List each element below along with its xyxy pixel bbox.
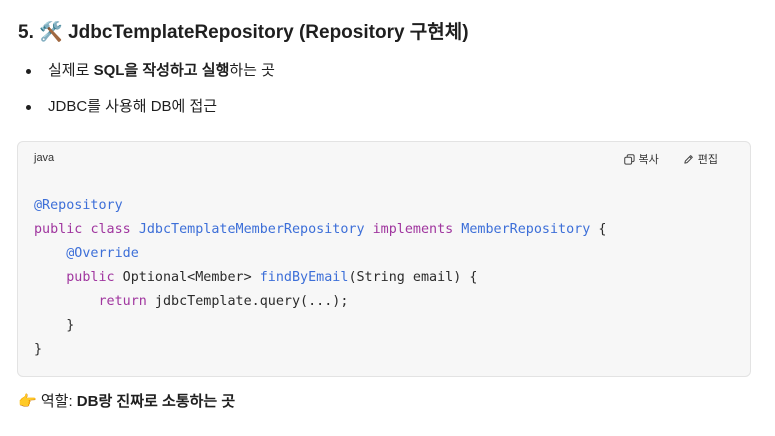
edit-button[interactable]: 편집 xyxy=(683,151,718,167)
code-line: } xyxy=(34,342,42,357)
code-token: jdbcTemplate.query(...); xyxy=(146,294,349,309)
code-token: Optional<Member> xyxy=(114,270,260,285)
bullet-list: 실제로 SQL을 작성하고 실행하는 곳 JDBC를 사용해 DB에 접근 xyxy=(22,59,275,131)
copy-label: 복사 xyxy=(638,154,659,166)
code-token: implements xyxy=(372,222,454,237)
code-token: @Override xyxy=(66,246,139,261)
code-line: } xyxy=(34,318,74,333)
code-content: @Repository public class JdbcTemplateMem… xyxy=(34,194,606,362)
code-token: return xyxy=(98,294,147,309)
code-actions: 복사 편집 xyxy=(623,151,718,167)
role-note: 👉 역할: DB랑 진짜로 소통하는 곳 xyxy=(18,390,235,414)
code-token: public xyxy=(66,270,115,285)
code-token: (String email) { xyxy=(348,270,478,285)
code-token xyxy=(34,294,99,309)
role-label: 역할: xyxy=(36,393,77,410)
code-token: public xyxy=(34,222,83,237)
role-description: DB랑 진짜로 소통하는 곳 xyxy=(76,393,236,410)
code-line: return jdbcTemplate.query(...); xyxy=(34,294,349,309)
bullet-bold-text: SQL을 작성하고 xyxy=(93,62,198,79)
code-block: java 복사 편집 @Repository public class Jdbc… xyxy=(17,141,751,377)
heading-title: JdbcTemplateRepository (Repository 구현체) xyxy=(68,22,469,43)
tools-icon: 🛠️ xyxy=(39,22,63,43)
bullet-text: 실제로 xyxy=(48,62,94,79)
code-token: class xyxy=(90,222,131,237)
code-line: @Override xyxy=(34,246,139,261)
code-token xyxy=(34,246,66,261)
code-token: @Repository xyxy=(34,198,123,213)
code-token: findByEmail xyxy=(259,270,349,285)
heading-number: 5. xyxy=(18,22,34,43)
code-token: } xyxy=(34,342,43,357)
code-token: } xyxy=(34,318,75,333)
code-line: public Optional<Member> findByEmail(Stri… xyxy=(34,270,477,285)
bullet-text: JDBC를 사용해 DB에 접근 xyxy=(48,98,218,115)
code-token xyxy=(34,270,66,285)
copy-icon xyxy=(623,153,635,165)
copy-button[interactable]: 복사 xyxy=(623,151,659,167)
code-token xyxy=(365,222,373,237)
code-line: public class JdbcTemplateMemberRepositor… xyxy=(34,222,606,237)
pencil-icon xyxy=(684,154,693,164)
list-item: JDBC를 사용해 DB에 접근 xyxy=(22,95,275,119)
code-token: { xyxy=(590,222,607,237)
code-token: MemberRepository xyxy=(461,222,591,237)
pointing-hand-icon: 👉 xyxy=(18,393,37,410)
code-token xyxy=(131,222,139,237)
code-line: @Repository xyxy=(34,198,123,213)
code-token: JdbcTemplateMemberRepository xyxy=(138,222,365,237)
bullet-bold-text: 실행 xyxy=(201,62,230,79)
list-item: 실제로 SQL을 작성하고 실행하는 곳 xyxy=(22,59,275,83)
bullet-text: 하는 곳 xyxy=(229,62,275,79)
edit-label: 편집 xyxy=(697,154,718,166)
section-heading: 5. 🛠️ JdbcTemplateRepository (Repository… xyxy=(18,20,469,46)
code-language-label: java xyxy=(34,152,55,164)
